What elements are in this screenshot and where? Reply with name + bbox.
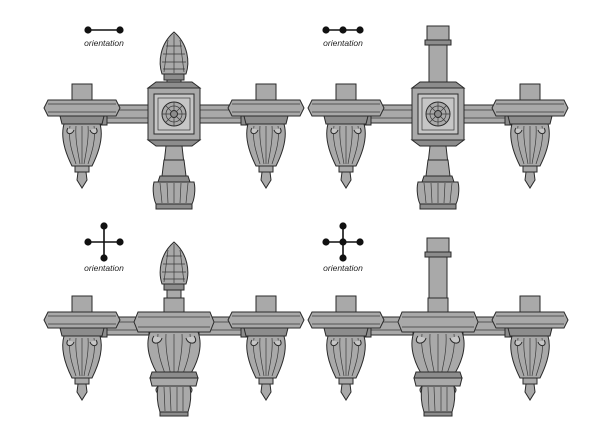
four-way-cross-center-dot-icon (322, 222, 364, 262)
orientation-label: orientation (84, 38, 124, 48)
panel-three-way: orientation (307, 25, 569, 210)
pendant-base (413, 371, 463, 417)
fixture-three-way (307, 25, 569, 210)
left-arm-bracket (307, 83, 385, 189)
four-way-cross-icon (84, 222, 124, 262)
fixture-two-way (43, 31, 305, 210)
left-arm-bracket (307, 295, 385, 401)
acorn-finial (159, 31, 189, 91)
two-way-inline-icon (84, 26, 124, 34)
left-arm-bracket (43, 83, 121, 189)
cylindrical-stem (424, 237, 452, 299)
acanthus-hub (133, 297, 215, 379)
fluted-base (152, 159, 196, 210)
right-arm-bracket (227, 295, 305, 401)
rosette-hub (147, 81, 201, 147)
panel-two-way: orientation (43, 26, 305, 210)
panel-four-way: orientation (43, 222, 305, 417)
acorn-finial (159, 241, 189, 301)
fluted-base (416, 159, 460, 210)
acanthus-hub (397, 297, 479, 379)
left-arm-bracket (43, 295, 121, 401)
orientation-label: orientation (323, 263, 363, 273)
orientation-label: orientation (323, 38, 363, 48)
pendant-base (149, 371, 199, 417)
rosette-hub (411, 81, 465, 147)
three-way-inline-icon (322, 26, 364, 34)
cylindrical-stem (424, 25, 452, 87)
right-arm-bracket (491, 295, 569, 401)
fixture-four-way (43, 241, 305, 417)
panel-four-way-center: orientation (307, 222, 569, 417)
orientation-label: orientation (84, 263, 124, 273)
right-arm-bracket (491, 83, 569, 189)
right-arm-bracket (227, 83, 305, 189)
